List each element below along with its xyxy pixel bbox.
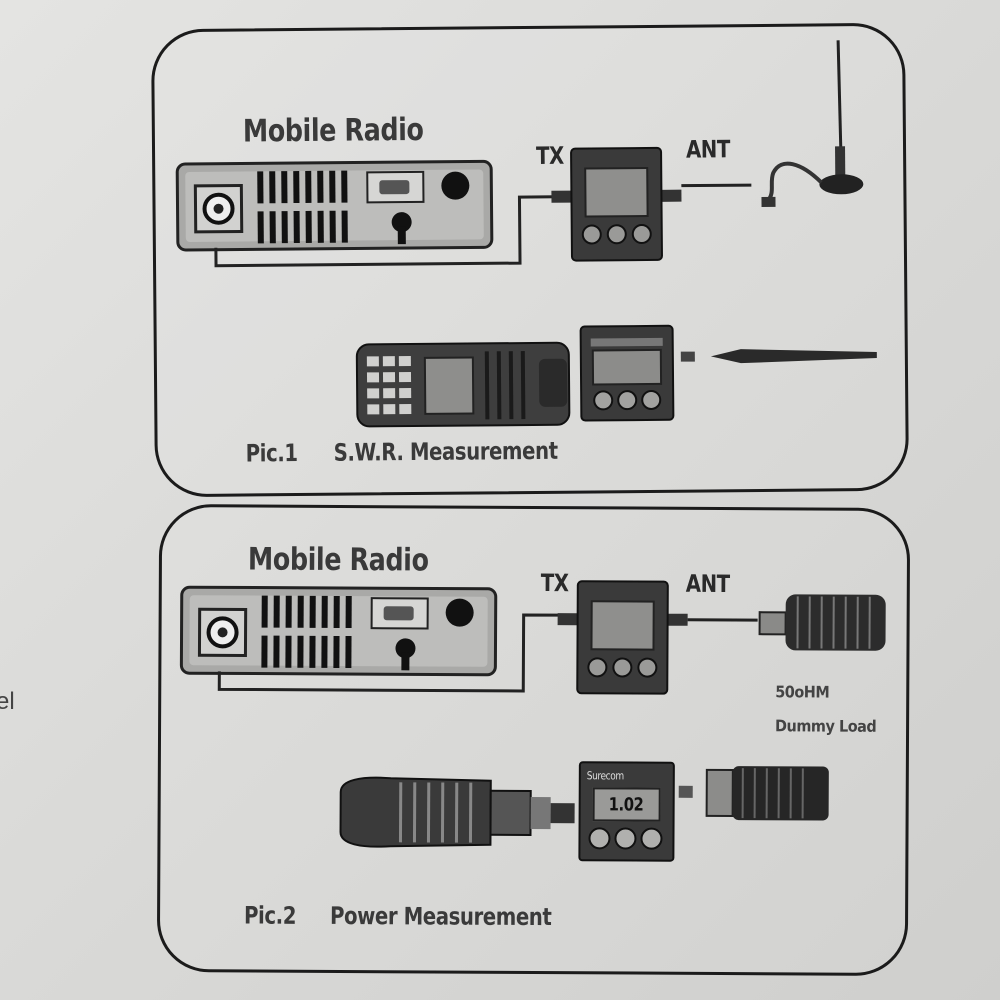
- figure-panel-swr: Mobile Radio TX ANT: [150, 22, 910, 498]
- mobile-radio-icon: [175, 159, 556, 268]
- ant-label: ANT: [685, 135, 731, 164]
- figure-caption-text: Power Measurement: [330, 901, 552, 932]
- figure-panel-power: Mobile Radio TX ANT: [156, 504, 911, 976]
- swr-meter-handheld-icon: [579, 324, 675, 422]
- load-impedance-label: 50oHM: [775, 682, 830, 702]
- dummy-load-closeup-icon: [678, 766, 829, 821]
- margin-text-fragment: el: [0, 688, 15, 715]
- handheld-radio-icon: [339, 776, 575, 848]
- mobile-radio-icon: [179, 585, 560, 693]
- dummy-load-icon: [758, 594, 886, 651]
- figure-caption-number: Pic.2: [244, 901, 297, 930]
- figure-caption-number: Pic.1: [245, 439, 298, 468]
- meter-screen: 1.02: [592, 787, 661, 822]
- ant-coax-cable: [687, 618, 758, 622]
- whip-antenna-icon: [680, 349, 877, 364]
- swr-meter-display-icon: Surecom 1.02: [578, 761, 675, 862]
- dummy-load-label: Dummy Load: [775, 716, 877, 736]
- meter-brand: Surecom: [586, 769, 624, 783]
- mobile-radio-title: Mobile Radio: [247, 541, 429, 579]
- ant-coax-cable: [681, 183, 752, 188]
- mobile-radio-title: Mobile Radio: [242, 111, 424, 150]
- meter-button: [640, 827, 663, 850]
- swr-meter-icon: [551, 146, 682, 262]
- figure-caption-text: S.W.R. Measurement: [333, 436, 558, 467]
- meter-reading: 1.02: [608, 794, 644, 816]
- meter-button: [614, 827, 637, 850]
- swr-meter-icon: [557, 580, 688, 695]
- magnetic-antenna-icon: [761, 40, 864, 207]
- meter-button: [588, 827, 611, 850]
- ant-label: ANT: [685, 569, 730, 599]
- handheld-radio-icon: [355, 341, 571, 428]
